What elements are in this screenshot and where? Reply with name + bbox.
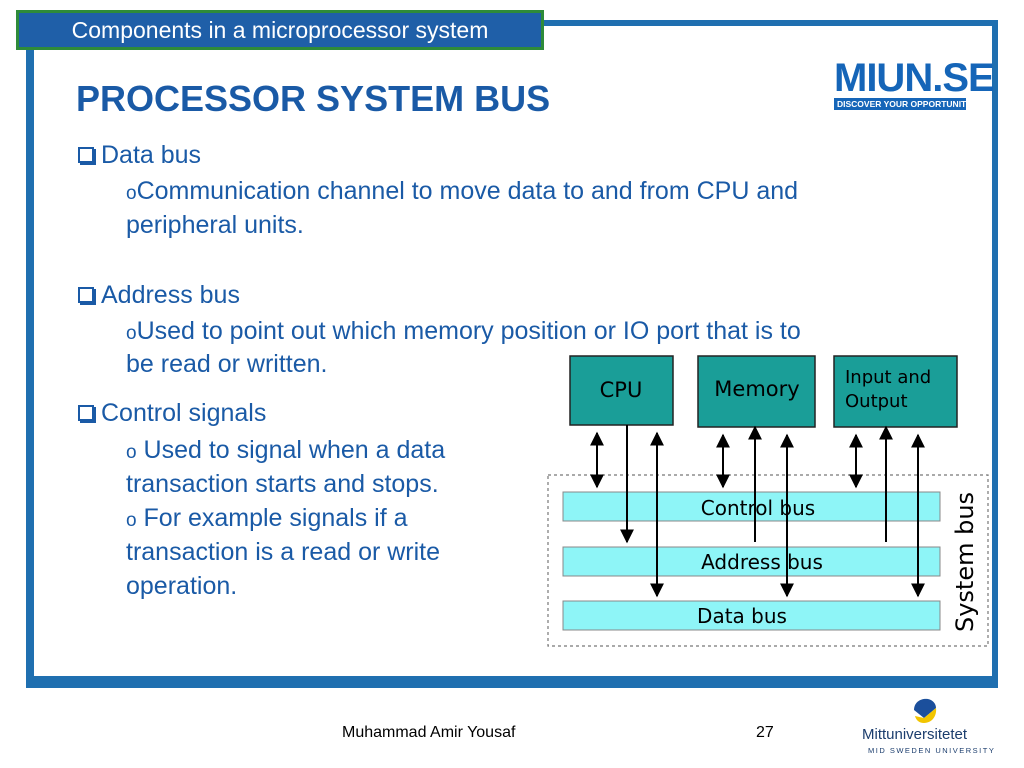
cpu-box-label: CPU: [600, 378, 643, 402]
miun-logo: MIUN.SE DISCOVER YOUR OPPORTUNITIES: [834, 56, 995, 112]
university-subtitle: MID SWEDEN UNIVERSITY: [868, 746, 996, 755]
checkbox-bullet-icon: [78, 405, 94, 421]
page-title: PROCESSOR SYSTEM BUS: [76, 78, 551, 119]
sub-bullet-marker: o: [126, 510, 137, 531]
footer-author: Muhammad Amir Yousaf: [342, 724, 516, 741]
mittuniversitetet-logo: Mittuniversitetet MID SWEDEN UNIVERSITY: [862, 696, 996, 760]
miun-logo-brand: MIUN.SE: [834, 56, 995, 100]
data-bus-label: Data bus: [697, 604, 787, 628]
sub-bullet-text-cont: transaction is a read or write: [126, 538, 441, 566]
bullet-control-signals: Control signals: [78, 396, 266, 430]
checkbox-bullet-icon: [78, 287, 94, 303]
frame-bottom-bar: [26, 676, 998, 688]
sub-bullet-marker: o: [126, 323, 137, 344]
bullet-data-bus: Data bus: [78, 138, 201, 172]
frame-top-bar: [540, 20, 998, 26]
sub-bullet-text-cont: peripheral units.: [126, 211, 304, 239]
control-bus-label: Control bus: [701, 496, 815, 520]
cpu-box: [569, 355, 674, 426]
bullet-heading: Data bus: [101, 141, 202, 169]
frame-right-bar: [992, 20, 998, 688]
system-bus-group-border: [547, 474, 989, 647]
system-bus-label: System bus: [951, 492, 979, 632]
miun-logo-tagline: DISCOVER YOUR OPPORTUNITIES: [834, 98, 980, 110]
slide-frame: [26, 20, 998, 688]
sub-bullet-line: oCommunication channel to move data to a…: [126, 174, 798, 211]
university-name: Mittuniversitetet: [862, 726, 968, 743]
sub-bullet-text-cont: operation.: [126, 572, 238, 600]
sub-bullet-line: o For example signals if a: [126, 501, 408, 538]
address-bus-bar: [562, 546, 941, 577]
memory-box: [697, 355, 816, 428]
sub-bullet-text-cont: transaction starts and stops.: [126, 470, 439, 498]
sub-bullet-text: For example signals if a: [136, 504, 408, 532]
memory-box-label: Memory: [714, 377, 799, 401]
checkbox-bullet-icon: [78, 147, 94, 163]
sub-bullet-text: Communication channel to move data to an…: [136, 177, 799, 205]
io-box: [833, 355, 958, 428]
address-bus-label: Address bus: [701, 550, 823, 574]
bullet-address-bus: Address bus: [78, 278, 240, 312]
sub-bullet-marker: o: [126, 183, 137, 204]
page-number: 27: [756, 724, 774, 741]
control-bus-bar: [562, 491, 941, 522]
university-emblem-icon: [914, 698, 937, 723]
sub-bullet-marker: o: [126, 442, 137, 463]
sub-bullet-line: oUsed to point out which memory position…: [126, 314, 801, 351]
frame-left-bar: [26, 20, 34, 688]
sub-bullet-text: Used to signal when a data: [136, 436, 446, 464]
section-label: Components in a microprocessor system: [16, 10, 544, 50]
bullet-heading: Address bus: [101, 281, 240, 309]
io-box-label-line1: Input and: [845, 367, 931, 388]
data-bus-bar: [562, 600, 941, 631]
io-box-label-line2: Output: [845, 391, 908, 412]
sub-bullet-text: Used to point out which memory position …: [136, 317, 801, 345]
bullet-heading: Control signals: [101, 399, 267, 427]
sub-bullet-text-cont: be read or written.: [126, 350, 328, 378]
sub-bullet-line: o Used to signal when a data: [126, 433, 445, 470]
